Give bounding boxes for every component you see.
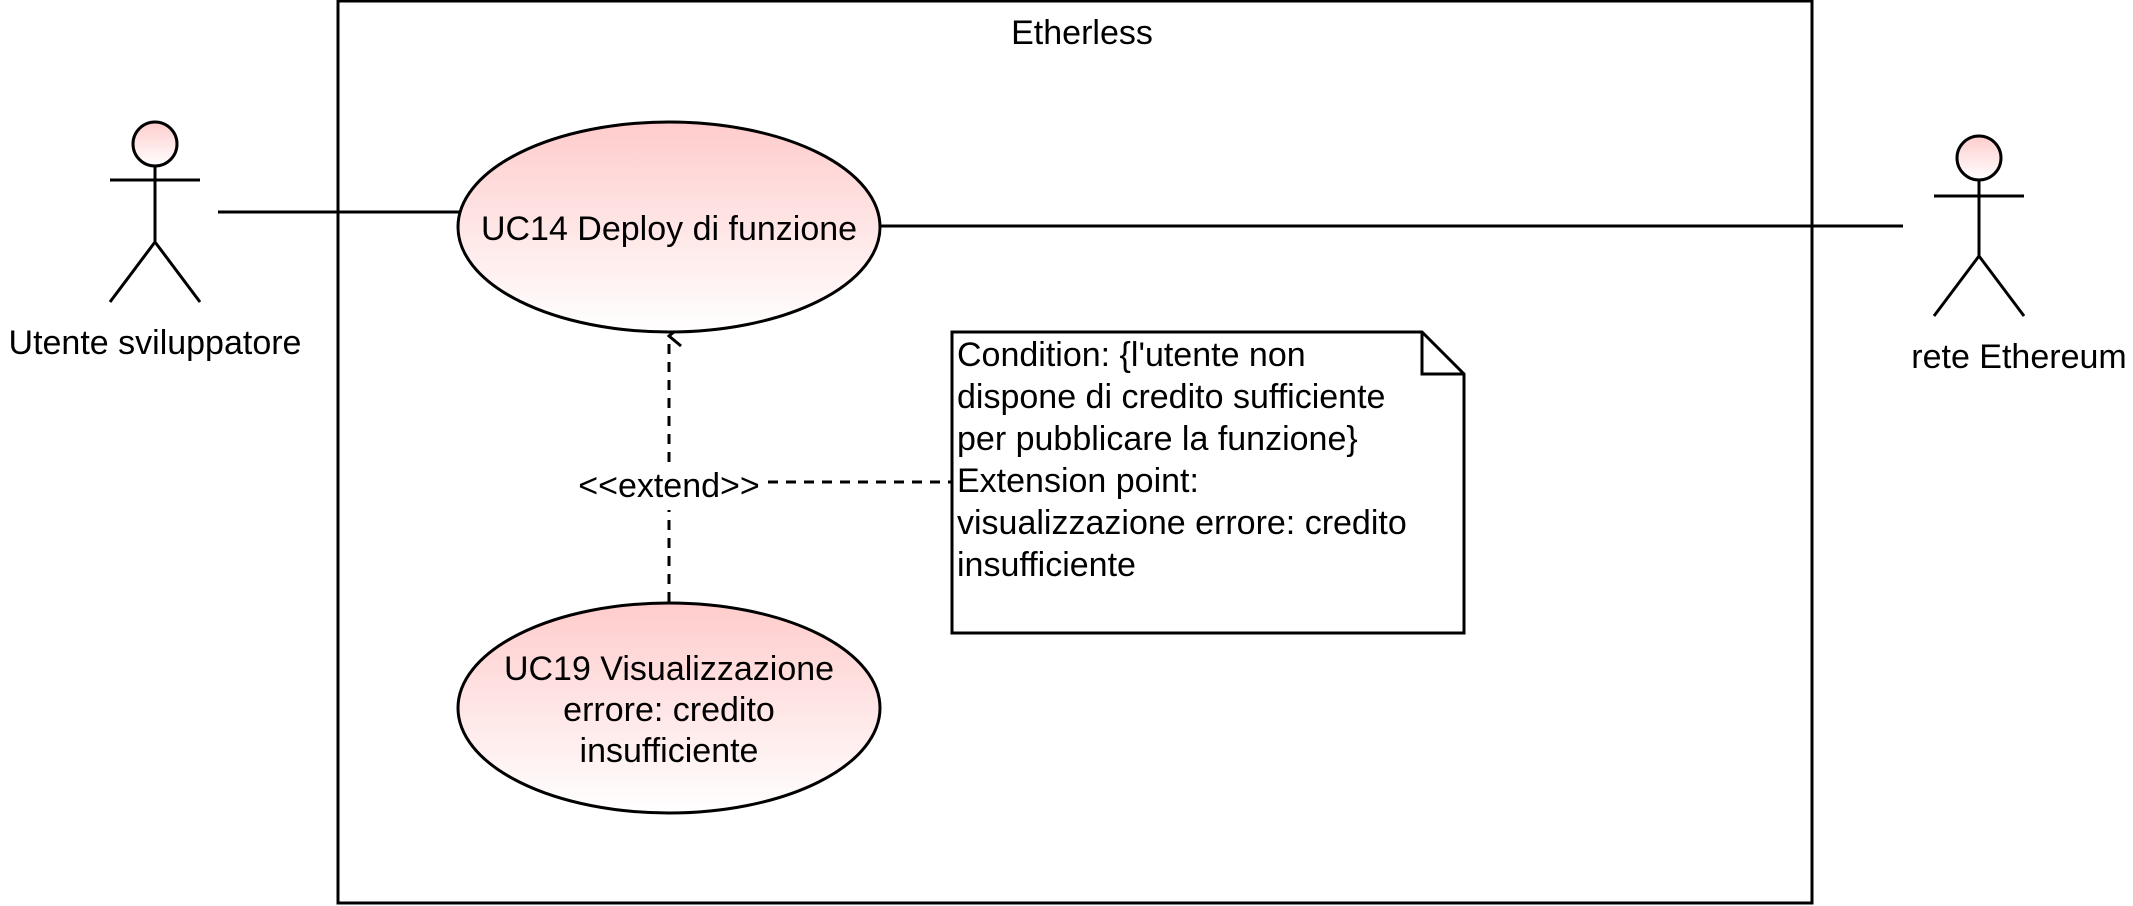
note-line-4: Extension point: — [957, 462, 1199, 500]
actor-developer[interactable]: Utente sviluppatore — [9, 120, 302, 362]
note-line-3: per pubblicare la funzione} — [957, 420, 1358, 458]
actor-developer-icon — [108, 120, 202, 303]
actor-ethereum-label: rete Ethereum — [1911, 338, 2126, 376]
use-case-uc14[interactable]: UC14 Deploy di funzione — [456, 120, 882, 334]
use-case-uc14-label: UC14 Deploy di funzione — [481, 210, 857, 248]
extend-relationship: <<extend>> — [578, 336, 760, 602]
use-case-uc19-label-line2: errore: credito — [563, 691, 775, 729]
use-case-uc19[interactable]: UC19 Visualizzazione errore: credito ins… — [456, 601, 882, 815]
use-case-uc19-label-line1: UC19 Visualizzazione — [504, 650, 834, 688]
note-line-6: insufficiente — [957, 546, 1136, 584]
actor-ethereum[interactable]: rete Ethereum — [1911, 134, 2127, 376]
actor-developer-label: Utente sviluppatore — [9, 324, 302, 362]
note-line-5: visualizzazione errore: credito — [957, 504, 1407, 542]
actor-ethereum-icon — [1932, 134, 2026, 317]
condition-note: Condition: {l'utente non dispone di cred… — [950, 330, 1466, 635]
note-line-2: dispone di credito sufficiente — [957, 378, 1385, 416]
system-title: Etherless — [1011, 14, 1153, 52]
extend-label: <<extend>> — [578, 467, 760, 505]
use-case-uc19-label-line3: insufficiente — [580, 732, 759, 770]
note-line-1: Condition: {l'utente non — [957, 336, 1306, 374]
